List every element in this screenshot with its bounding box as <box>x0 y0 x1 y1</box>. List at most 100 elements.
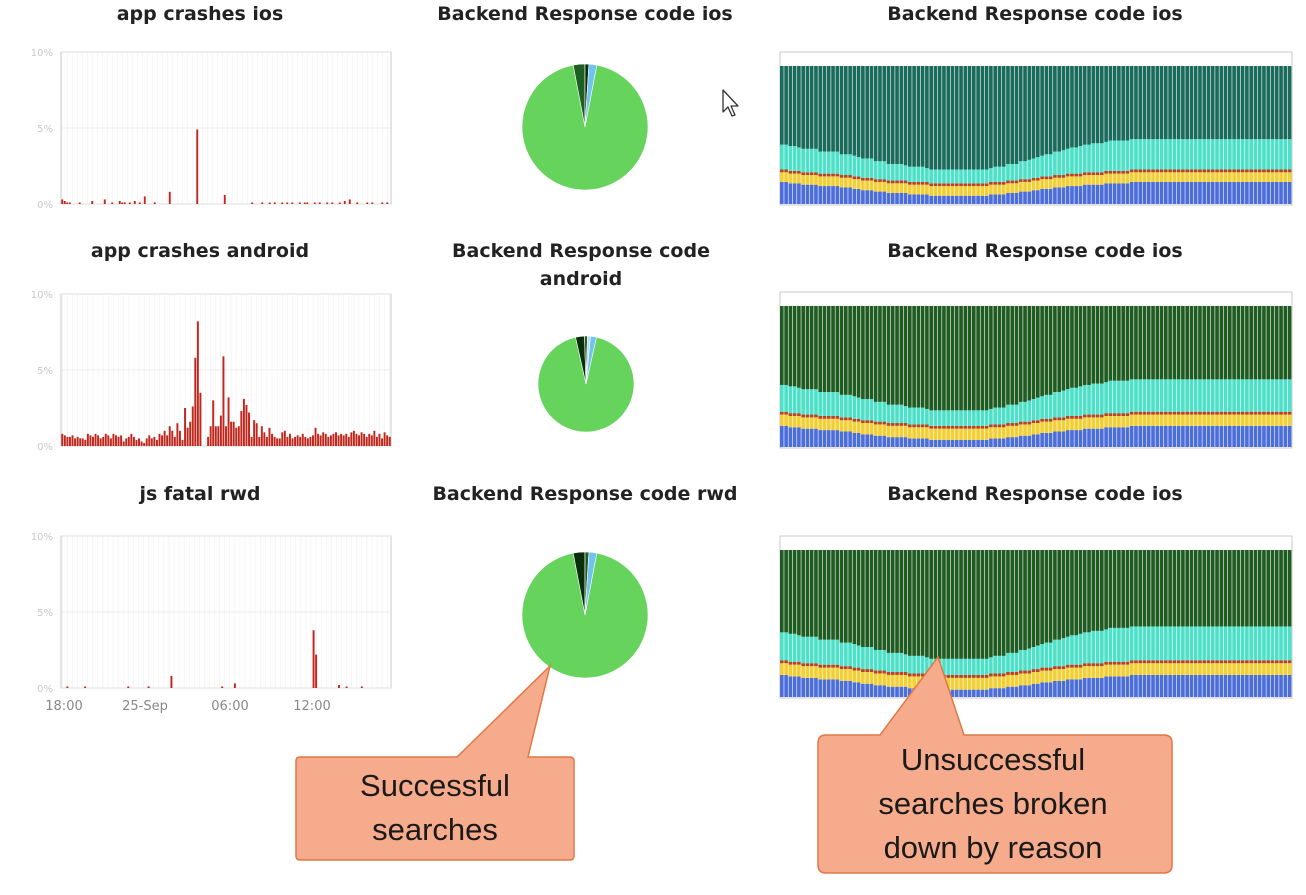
stack-segment <box>929 183 933 187</box>
stack-segment <box>1142 414 1147 426</box>
stack-segment <box>865 180 869 191</box>
stack-segment <box>1181 663 1185 675</box>
stack-segment <box>1142 169 1147 173</box>
stack-segment <box>861 306 865 400</box>
bar <box>343 200 346 204</box>
bar <box>375 436 378 446</box>
stack-segment <box>852 179 857 189</box>
stack-segment <box>976 186 980 196</box>
stack-segment <box>878 424 882 436</box>
stack-segment <box>1001 550 1006 656</box>
stack-segment <box>937 306 942 411</box>
stack-segment <box>1048 670 1053 683</box>
bar <box>76 436 79 446</box>
stack-segment <box>835 392 840 416</box>
stack-segment <box>1134 169 1138 173</box>
stack-segment <box>1270 550 1275 627</box>
stack-segment <box>848 669 852 681</box>
stack-segment <box>1044 188 1049 204</box>
stack-segment <box>780 550 784 633</box>
stack-segment <box>1095 172 1100 176</box>
stack-segment <box>1134 626 1138 661</box>
stack-segment <box>1010 674 1015 687</box>
stack-segment <box>1129 660 1134 664</box>
bar <box>217 426 220 446</box>
bar <box>150 438 153 446</box>
stack-segment <box>1095 417 1100 429</box>
stack-segment <box>1189 379 1194 412</box>
bar <box>225 426 227 446</box>
stack-segment <box>1108 676 1113 697</box>
stack-segment <box>984 689 989 697</box>
stack-segment <box>1181 674 1185 697</box>
stack-segment <box>1283 169 1288 173</box>
bar <box>268 427 271 446</box>
stack-segment <box>933 410 938 426</box>
bar <box>360 432 363 446</box>
stack-segment <box>890 686 895 697</box>
stack-segment <box>852 155 857 177</box>
stack-segment <box>1236 626 1241 661</box>
stack-segment <box>1164 660 1168 664</box>
stack-segment <box>1181 139 1185 170</box>
stack-segment <box>784 172 788 182</box>
stack-segment <box>912 427 916 439</box>
stack-segment <box>1036 550 1040 646</box>
stack-segment <box>1117 664 1121 677</box>
stack-segment <box>1104 427 1108 447</box>
stack-segment <box>963 550 968 659</box>
stack-segment <box>805 666 810 678</box>
stack-segment <box>801 666 805 678</box>
stack-segment <box>1091 306 1096 384</box>
stack-segment <box>844 550 848 643</box>
stack-segment <box>1104 629 1108 662</box>
stack-segment <box>1240 379 1245 412</box>
stack-segment <box>997 427 1002 439</box>
stack-segment <box>929 169 933 184</box>
stack-segment <box>1164 414 1168 426</box>
bar <box>107 435 110 446</box>
stack-segment <box>788 427 793 447</box>
stack-segment <box>1155 181 1160 204</box>
stack-segment <box>933 169 938 184</box>
bar <box>386 435 389 446</box>
stack-segment <box>814 636 818 664</box>
stack-segment <box>925 424 929 428</box>
stack-segment <box>1095 666 1100 678</box>
stack-segment <box>865 420 869 424</box>
stack-segment <box>1172 674 1177 697</box>
stack-segment <box>1155 550 1160 627</box>
stack-segment <box>1228 66 1232 140</box>
stack-segment <box>1185 181 1189 204</box>
stack-segment <box>1036 434 1040 447</box>
stack-segment <box>865 177 869 181</box>
bar <box>298 202 301 204</box>
stack-segment <box>989 66 993 169</box>
stack-segment <box>959 439 963 447</box>
stack-segment <box>1287 66 1292 140</box>
stack-segment <box>1091 417 1096 429</box>
stack-segment <box>878 191 882 204</box>
bar <box>71 435 74 446</box>
stack-segment <box>1210 425 1215 447</box>
stack-segment <box>1283 425 1288 447</box>
stack-segment <box>963 306 968 411</box>
stack-segment <box>797 147 801 171</box>
stack-segment <box>1270 411 1275 415</box>
bar <box>168 426 171 446</box>
stack-segment <box>1189 169 1194 173</box>
stack-segment <box>903 165 908 181</box>
stack-segment <box>1138 379 1143 412</box>
stack-segment <box>937 66 942 170</box>
stack-segment <box>1198 169 1202 173</box>
bar <box>168 191 171 204</box>
stack-segment <box>861 66 865 159</box>
stack-segment <box>1014 306 1019 405</box>
stack-segment <box>1219 306 1224 380</box>
stack-segment <box>1206 66 1211 140</box>
stack-segment <box>1031 177 1036 181</box>
stack-segment <box>1172 66 1177 140</box>
stack-segment <box>1228 172 1232 182</box>
stack-segment <box>1061 431 1066 447</box>
stack-segment <box>1159 172 1164 182</box>
